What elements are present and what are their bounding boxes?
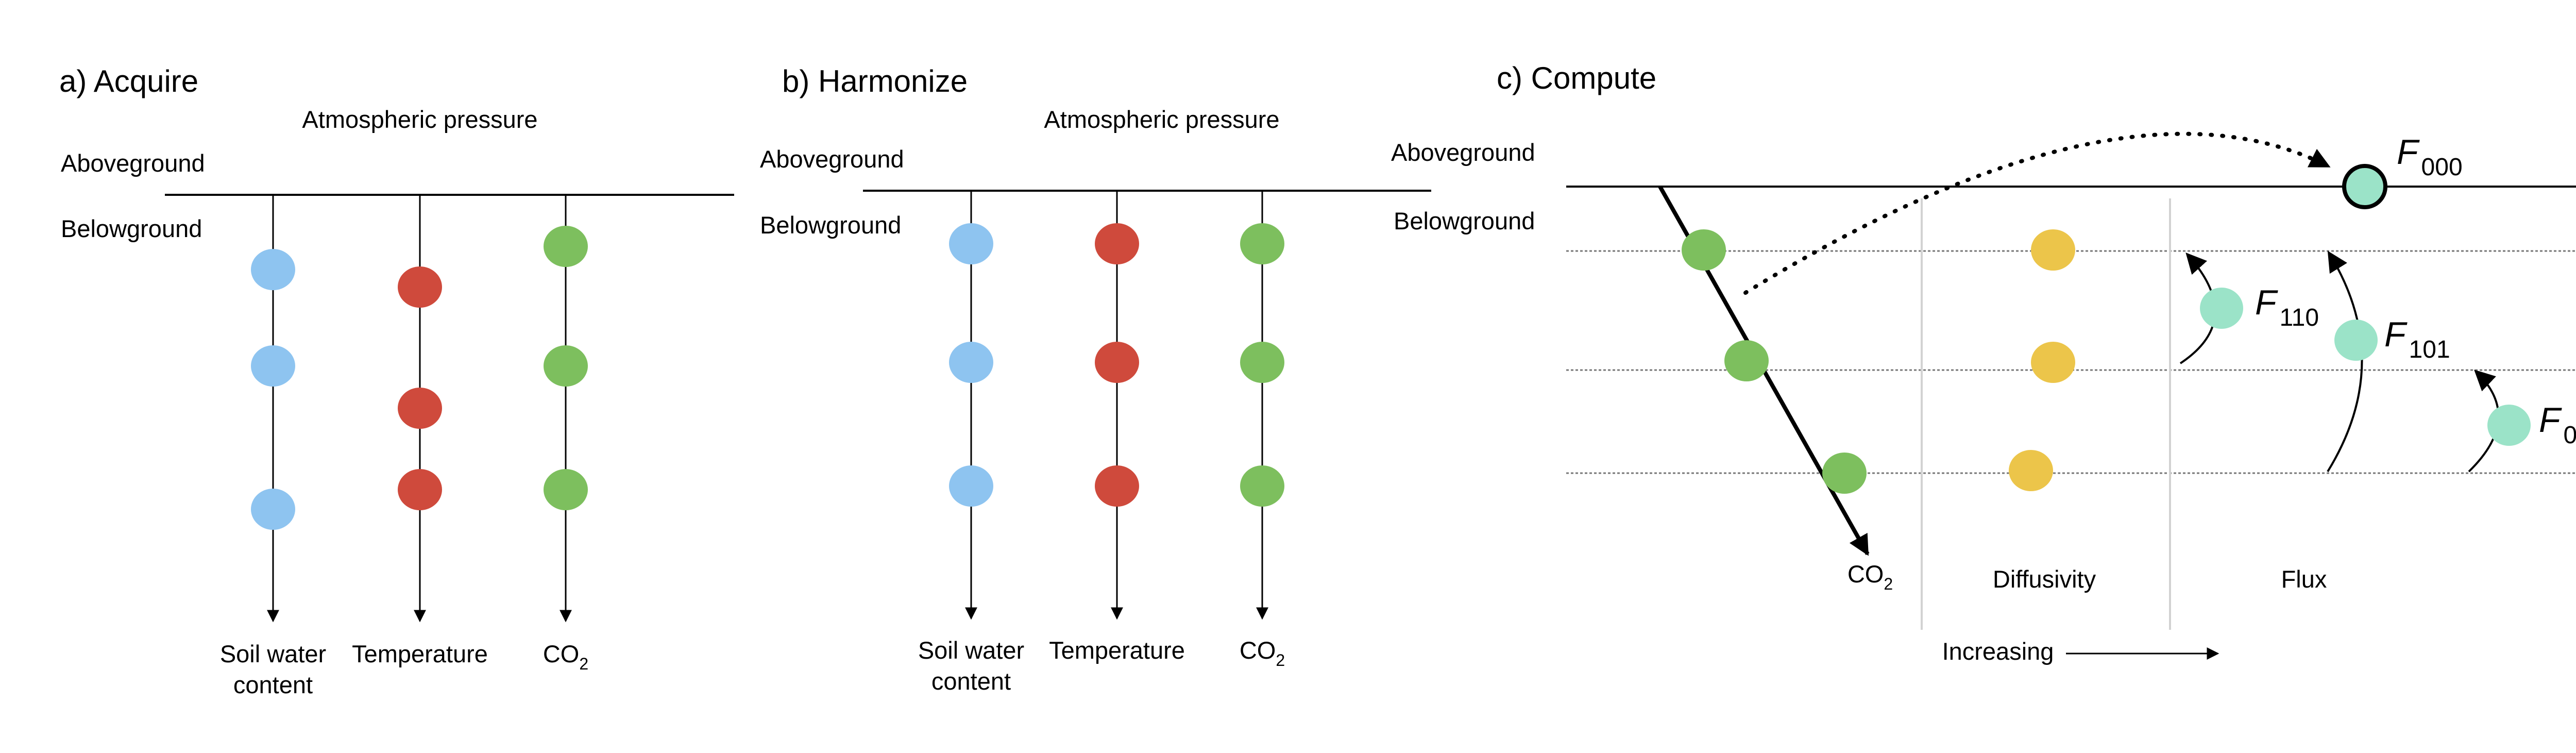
co2-sensor (1240, 223, 1284, 264)
temperature-sensor (398, 266, 442, 308)
aboveground-label: Aboveground (61, 149, 205, 177)
flux-110-point (2200, 288, 2243, 329)
diffusivity-point (2009, 450, 2053, 491)
temperature-sensor (1095, 342, 1139, 383)
temperature-sensor (398, 469, 442, 510)
flux-011-point (2487, 405, 2531, 446)
co2-point (1682, 229, 1726, 271)
panel-harmonize: b) Harmonize Atmospheric pressure Aboveg… (760, 64, 1431, 695)
flux-101-arrow (2327, 250, 2363, 473)
panel-acquire: a) Acquire Atmospheric pressure Abovegro… (59, 64, 734, 698)
belowground-label: Belowground (760, 211, 901, 239)
co2-label: CO2 (1240, 637, 1285, 670)
co2-sensor (544, 345, 588, 387)
soil-water-sensor (251, 489, 295, 530)
flux-column-label: Flux (2281, 565, 2327, 593)
atmospheric-pressure-label: Atmospheric pressure (302, 106, 537, 133)
soil-water-label-line2: content (931, 667, 1011, 695)
flux-000-point (2342, 164, 2387, 209)
diffusivity-column-label: Diffusivity (1993, 565, 2096, 593)
flux-101-point (2334, 320, 2378, 361)
co2-column-label: CO2 (1848, 560, 1893, 593)
co2-sensor (544, 469, 588, 510)
panel-a-title: a) Acquire (59, 64, 198, 98)
surface-flux-dotted-arrow (1743, 131, 2331, 295)
co2-point (1724, 340, 1769, 381)
soil-water-label-line2: content (233, 671, 313, 698)
temperature-sensor (398, 388, 442, 429)
flux-011-label: F011 (2539, 400, 2576, 449)
soil-water-sensor (251, 249, 295, 290)
soil-water-label-line1: Soil water (918, 637, 1024, 664)
panel-b-title: b) Harmonize (782, 64, 968, 98)
diffusivity-point (2031, 342, 2075, 383)
aboveground-label: Aboveground (1391, 139, 1535, 166)
aboveground-label: Aboveground (760, 145, 904, 173)
belowground-label: Belowground (61, 215, 202, 242)
panel-c-title: c) Compute (1497, 61, 1656, 95)
soil-water-sensor (949, 342, 993, 383)
co2-label: CO2 (543, 640, 588, 673)
temperature-sensor (1095, 465, 1139, 507)
temperature-label: Temperature (352, 640, 488, 667)
co2-sensor (1240, 465, 1284, 507)
soil-water-label-line1: Soil water (220, 640, 326, 667)
temperature-label: Temperature (1049, 637, 1185, 664)
soil-water-sensor (949, 223, 993, 264)
atmospheric-pressure-label: Atmospheric pressure (1044, 106, 1279, 133)
co2-sensor (544, 226, 588, 267)
soil-water-sensor (949, 465, 993, 507)
co2-point (1822, 453, 1867, 494)
belowground-label: Belowground (1394, 207, 1535, 235)
co2-sensor (1240, 342, 1284, 383)
diffusivity-point (2031, 229, 2075, 271)
soil-water-sensor (251, 345, 295, 387)
temperature-sensor (1095, 223, 1139, 264)
increasing-label: Increasing (1942, 638, 2054, 665)
